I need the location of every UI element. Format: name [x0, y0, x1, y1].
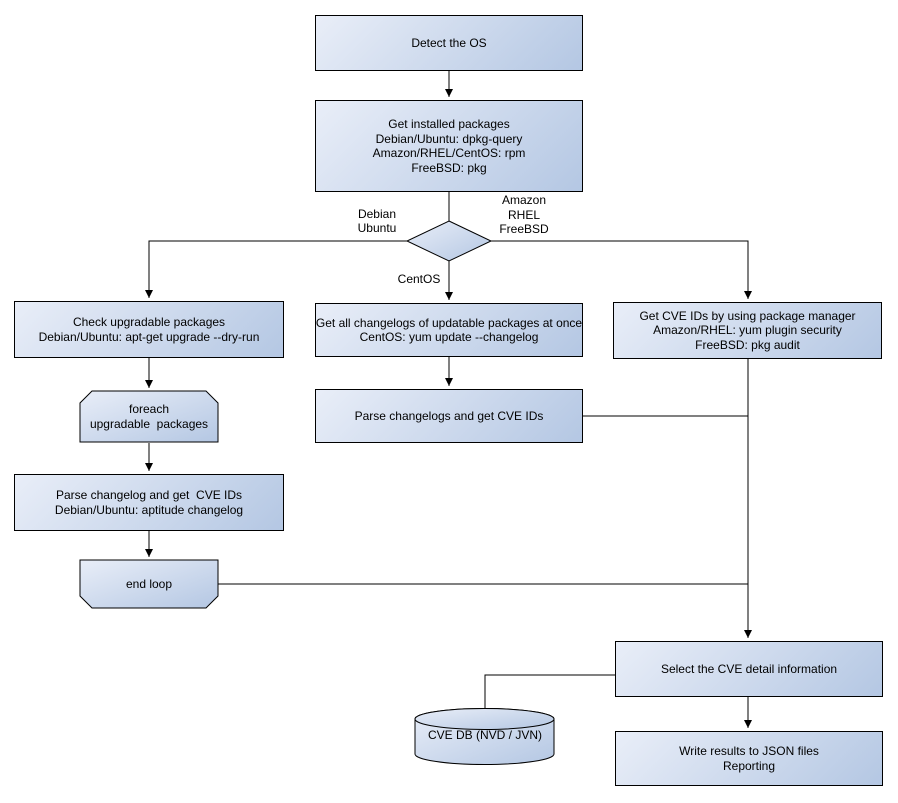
- edge-decision-to-check-upgradable: [145, 240, 407, 298]
- node-parse-changelogs-mid-label: Parse changelogs and get CVE IDs: [354, 408, 544, 423]
- node-check-upgradable-packages-label: Check upgradable packages Debian/Ubuntu:…: [38, 315, 260, 344]
- node-get-installed-packages-label: Get installed packages Debian/Ubuntu: dp…: [372, 117, 526, 175]
- node-get-all-changelogs-label: Get all changelogs of updatable packages…: [315, 315, 583, 345]
- node-parse-changelog-left: Parse changelog and get CVE IDs Debian/U…: [14, 474, 284, 531]
- node-check-upgradable-packages: Check upgradable packages Debian/Ubuntu:…: [14, 301, 284, 358]
- node-select-cve-detail-label: Select the CVE detail information: [660, 661, 838, 676]
- node-detect-os: Detect the OS: [315, 15, 583, 71]
- node-parse-changelog-left-label: Parse changelog and get CVE IDs Debian/U…: [54, 488, 244, 517]
- node-get-all-changelogs: Get all changelogs of updatable packages…: [315, 303, 583, 357]
- foreach-loop-shape: [79, 390, 219, 443]
- node-get-cve-ids-label: Get CVE IDs by using package manager Ama…: [639, 308, 856, 352]
- node-detect-os-label: Detect the OS: [411, 35, 487, 50]
- node-get-cve-ids: Get CVE IDs by using package manager Ama…: [613, 302, 882, 359]
- node-get-installed-packages: Get installed packages Debian/Ubuntu: dp…: [315, 100, 583, 192]
- node-write-results: Write results to JSON files Reporting: [615, 731, 883, 786]
- cve-db-cylinder-top: [414, 708, 555, 730]
- decision-os-diamond: [405, 220, 493, 262]
- end-loop-shape: [79, 559, 219, 609]
- edge-cve-db-to-select-cve: [484, 674, 615, 709]
- edge-decision-to-get-cve-ids: [491, 240, 752, 299]
- node-write-results-label: Write results to JSON files Reporting: [679, 744, 819, 773]
- node-parse-changelogs-mid: Parse changelogs and get CVE IDs: [315, 389, 583, 443]
- node-select-cve-detail: Select the CVE detail information: [615, 641, 883, 697]
